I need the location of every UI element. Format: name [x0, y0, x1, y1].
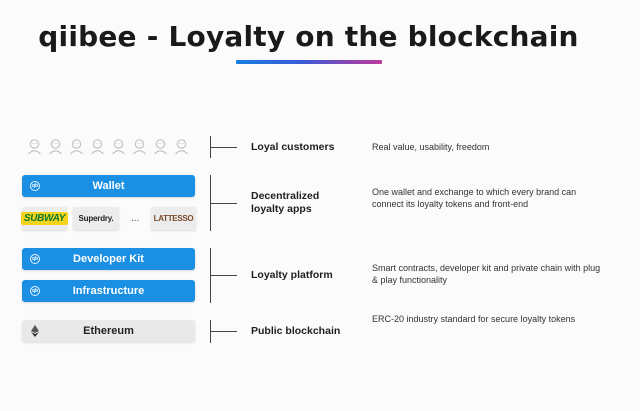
bracket-platform: [210, 248, 237, 303]
wallet-label: Wallet: [92, 180, 125, 192]
page-title: qiibee - Loyalty on the blockchain: [38, 20, 579, 53]
developer-kit-button[interactable]: qb Developer Kit: [22, 248, 195, 270]
more-brands-ellipsis: ...: [131, 213, 140, 224]
ethereum-icon: [31, 325, 39, 337]
superdry-logo-text: Superdry.: [78, 214, 114, 223]
qiibee-logo-icon: qb: [30, 286, 40, 296]
ethereum-box: Ethereum: [22, 320, 195, 342]
superdry-logo: Superdry.: [73, 207, 119, 230]
layer-desc-apps: One wallet and exchange to which every b…: [372, 187, 577, 209]
wallet-button[interactable]: qb Wallet: [22, 175, 195, 197]
customer-icon: [47, 138, 64, 155]
layer-label-apps: Decentralized loyalty apps: [251, 190, 320, 215]
latesso-logo-text: LATTESSO: [153, 214, 194, 223]
bracket-blockchain: [210, 320, 237, 343]
customer-icons: [26, 138, 190, 155]
brand-logos: SUBWAY Superdry. ... LATTESSO: [20, 207, 196, 230]
layer-desc-blockchain: ERC-20 industry standard for secure loya…: [372, 314, 576, 324]
customer-icon: [173, 138, 190, 155]
qiibee-logo-icon: qb: [30, 254, 40, 264]
layer-desc-platform: Smart contracts, developer kit and priva…: [372, 263, 601, 285]
qiibee-logo-icon: qb: [30, 181, 40, 191]
customer-icon: [110, 138, 127, 155]
layer-desc-customers: Real value, usability, freedom: [372, 142, 490, 152]
layer-label-blockchain: Public blockchain: [251, 325, 341, 337]
infrastructure-label: Infrastructure: [72, 285, 145, 297]
developer-kit-label: Developer Kit: [73, 253, 144, 265]
customer-icon: [68, 138, 85, 155]
layer-label-customers: Loyal customers: [251, 141, 335, 153]
infrastructure-button[interactable]: qb Infrastructure: [22, 280, 195, 302]
latesso-logo: LATTESSO: [151, 207, 196, 230]
layer-label-platform: Loyalty platform: [251, 269, 333, 281]
customer-icon: [89, 138, 106, 155]
ethereum-label: Ethereum: [83, 325, 134, 337]
bracket-customers: [210, 136, 237, 158]
title-underline: [236, 60, 382, 64]
subway-logo-text: SUBWAY: [20, 212, 69, 225]
customer-icon: [131, 138, 148, 155]
subway-logo: SUBWAY: [20, 207, 69, 230]
customer-icon: [152, 138, 169, 155]
bracket-apps: [210, 175, 237, 231]
customer-icon: [26, 138, 43, 155]
